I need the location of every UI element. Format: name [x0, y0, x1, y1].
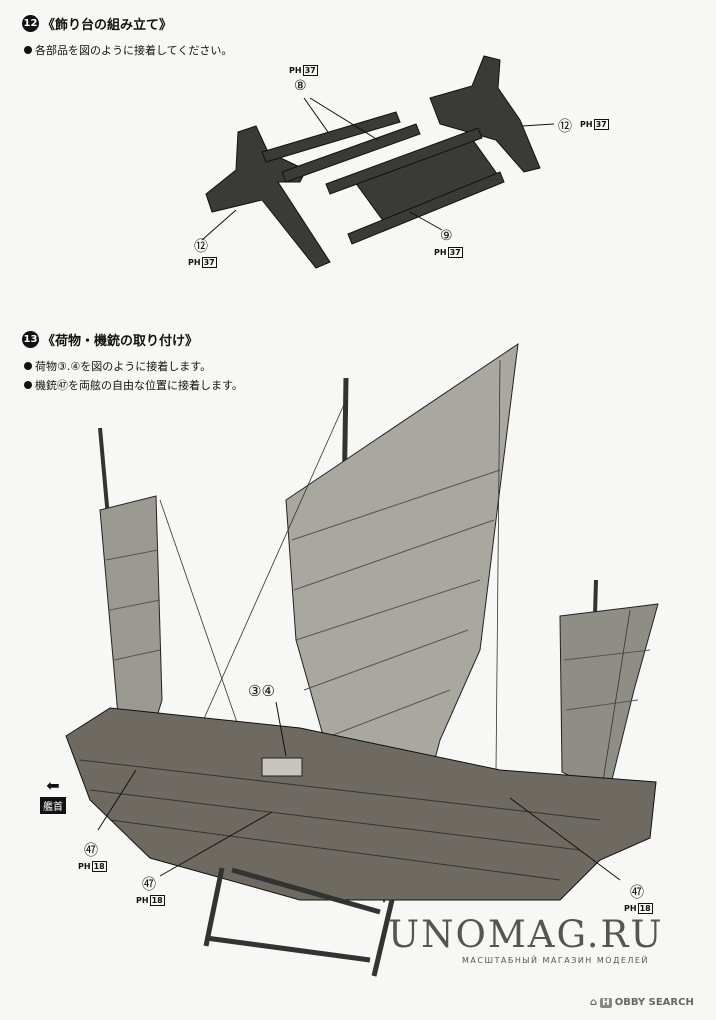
watermark: UNOMAG.RU: [388, 913, 664, 956]
part-8-label: ⑧: [294, 78, 307, 94]
step-12-title: 12 《飾り台の組み立て》: [22, 14, 172, 33]
leader-lines: [201, 97, 555, 241]
step-13-note-1-text: 荷物③.④を図のように接着します。: [35, 360, 212, 373]
logo-text: OBBY SEARCH: [614, 997, 694, 1008]
bow-label: 艦首: [40, 797, 66, 814]
step-12-note-text: 各部品を図のように接着してください。: [35, 44, 233, 57]
bow-indicator: ⬅ 艦首: [36, 776, 70, 814]
cargo-3-4-label: ③④: [248, 682, 275, 700]
step-13-title-text: 《荷物・機銃の取り付け》: [42, 334, 199, 349]
ship-drawing: [65, 342, 659, 977]
bullet-icon: [24, 362, 32, 370]
watermark-subtitle: МАСШТАБНЫЙ МАГАЗИН МОДЕЛЕЙ: [462, 956, 649, 965]
logo-mark: H: [600, 997, 612, 1008]
step-12-title-text: 《飾り台の組み立て》: [42, 18, 173, 33]
step-13-title: 13 《荷物・機銃の取り付け》: [22, 330, 198, 349]
arrow-left-icon: ⬅: [46, 776, 60, 795]
gun-47-label-2: ㊼: [142, 877, 156, 893]
stand-assembly-drawing: [205, 55, 541, 269]
step-12-number: 12: [22, 15, 39, 32]
gun-47-label-3: ㊼: [630, 885, 644, 901]
gun-47-label-1: ㊼: [84, 843, 98, 859]
step-13-note-2-text: 機銃㊼を両舷の自由な位置に接着します。: [35, 379, 243, 392]
part-12-label-right: ⑫: [558, 119, 572, 135]
home-icon: ⌂: [590, 997, 598, 1008]
step-12-note: 各部品を図のように接着してください。: [24, 42, 232, 58]
bullet-icon: [24, 381, 32, 389]
step-13-note-2: 機銃㊼を両舷の自由な位置に接着します。: [24, 377, 243, 393]
part-12-label-left: ⑫: [194, 239, 208, 255]
hobby-search-logo: ⌂ H OBBY SEARCH: [590, 997, 694, 1008]
step-13-note-1: 荷物③.④を図のように接着します。: [24, 358, 211, 374]
ship-leader-lines: [97, 701, 621, 881]
bullet-icon: [24, 46, 32, 54]
step-13-number: 13: [22, 331, 39, 348]
part-9-label: ⑨: [440, 228, 453, 244]
